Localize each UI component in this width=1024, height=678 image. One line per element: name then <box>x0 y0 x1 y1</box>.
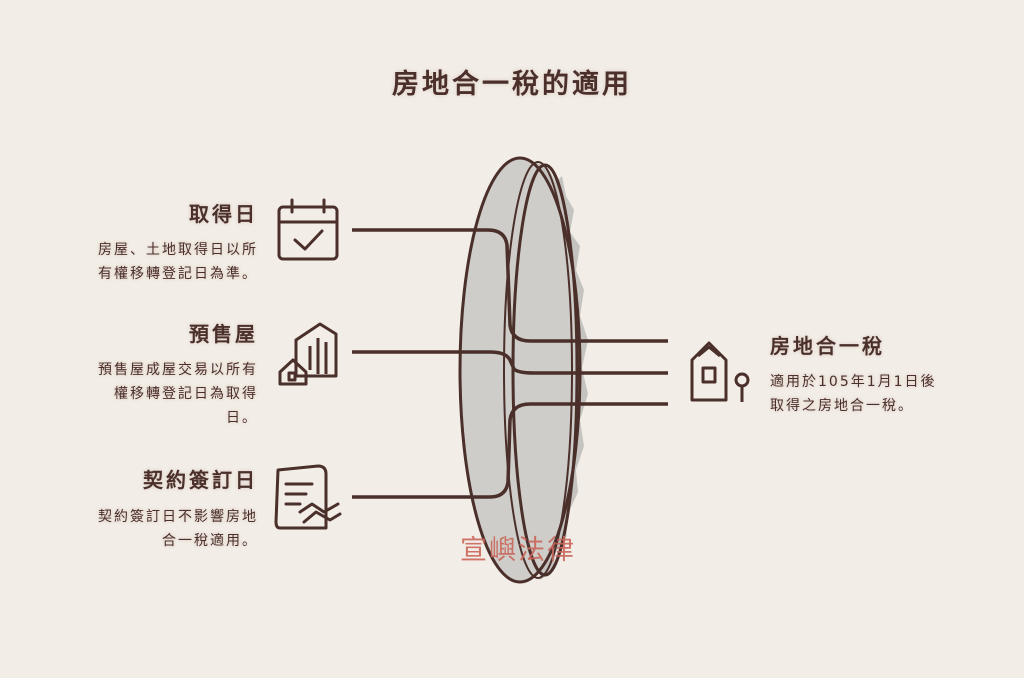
label-house-land-tax: 房地合一稅 <box>770 334 885 358</box>
label-contract-date: 契約簽訂日 <box>143 468 258 492</box>
desc-acquisition-date: 房屋、土地取得日以所 有權移轉登記日為準。 <box>98 238 258 286</box>
connector-line-contract <box>352 402 668 499</box>
desc-line: 取得之房地合一稅。 <box>770 398 914 414</box>
lens-edge-inner <box>503 161 573 579</box>
desc-line: 適用於105年1月1日後 <box>770 374 937 390</box>
desc-line: 日。 <box>226 410 258 426</box>
connector-line-presale <box>352 350 668 375</box>
desc-line: 預售屋成屋交易以所有 <box>98 362 258 378</box>
desc-house-land-tax: 適用於105年1月1日後 取得之房地合一稅。 <box>770 370 937 418</box>
house-key-icon <box>690 341 750 402</box>
desc-presale-house: 預售屋成屋交易以所有 權移轉登記日為取得 日。 <box>98 358 258 430</box>
desc-line: 合一稅適用。 <box>162 533 258 549</box>
desc-contract-date: 契約簽訂日不影響房地 合一稅適用。 <box>98 505 258 553</box>
desc-line: 權移轉登記日為取得 <box>114 386 258 402</box>
buildings-icon <box>278 322 338 386</box>
desc-line: 有權移轉登記日為準。 <box>98 266 258 282</box>
desc-line: 契約簽訂日不影響房地 <box>98 509 258 525</box>
connector-line-acquisition <box>352 228 668 343</box>
lens-body <box>458 156 582 584</box>
watermark-logo: 宣嶼法律 <box>460 535 576 566</box>
contract-handshake-icon <box>274 464 342 530</box>
diagram-title: 房地合一稅的適用 <box>392 69 632 100</box>
desc-line: 房屋、土地取得日以所 <box>98 242 258 258</box>
label-acquisition-date: 取得日 <box>189 202 258 226</box>
calendar-check-icon <box>277 198 339 261</box>
label-presale-house: 預售屋 <box>189 322 258 346</box>
